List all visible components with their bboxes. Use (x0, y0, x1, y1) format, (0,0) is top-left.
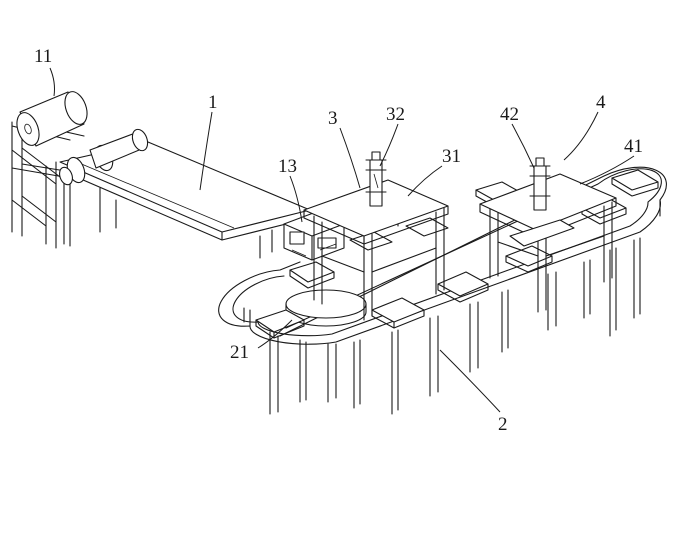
track-carriers (255, 169, 659, 339)
track-legs (269, 237, 641, 415)
label-press-station-b: 4 (596, 92, 606, 113)
label-feed-roll: 11 (34, 46, 52, 67)
label-press-table-a: 31 (442, 146, 461, 167)
turntable (285, 289, 367, 327)
label-press-table-b: 41 (624, 136, 643, 157)
loop-track (218, 166, 667, 345)
label-belt-conveyor: 1 (208, 92, 218, 113)
label-turntable: 21 (230, 342, 249, 363)
reference-numerals: 11 1 13 3 32 31 42 4 41 21 2 (34, 46, 643, 435)
press-station-b (479, 157, 617, 313)
belt-conveyor (59, 128, 311, 259)
label-loop-track: 2 (498, 414, 508, 435)
feed-roll (16, 91, 88, 147)
label-cylinder-a: 32 (386, 104, 405, 125)
press-station-a (303, 151, 449, 321)
label-press-station-a: 3 (328, 108, 338, 129)
label-transfer-unit: 13 (278, 156, 297, 177)
leader-lines (49, 67, 635, 413)
label-cylinder-b: 42 (500, 104, 519, 125)
